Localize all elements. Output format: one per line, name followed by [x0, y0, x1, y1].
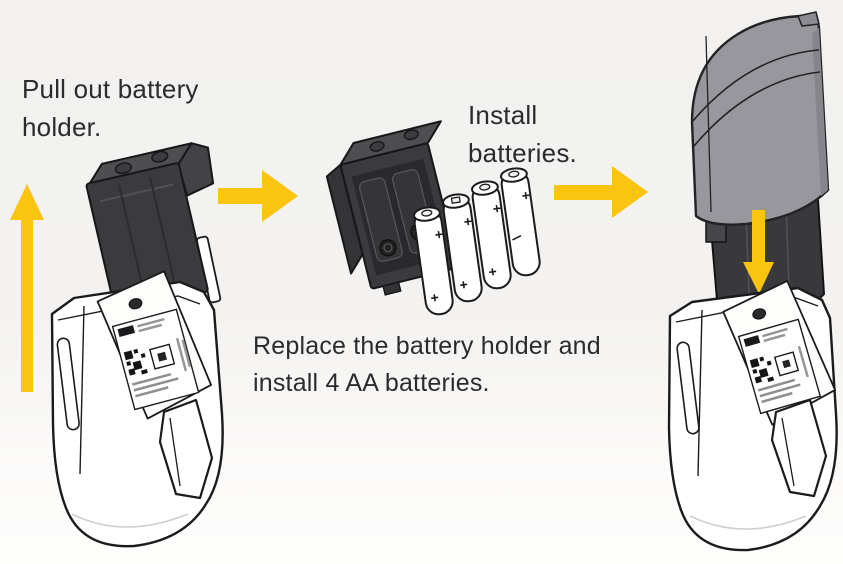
qr-code [749, 356, 775, 384]
mount-hole [128, 298, 143, 310]
device-battery-holder-pulled-illustration [50, 142, 224, 548]
pull-up-arrow-icon [10, 184, 44, 392]
product-label [96, 270, 212, 420]
aa-batteries [413, 167, 541, 316]
step3-instruction-text: Replace the battery holder and install 4… [253, 332, 601, 397]
battery-spring [379, 239, 397, 257]
qr-code [123, 348, 148, 376]
step2-instruction-text: Install batteries. [468, 100, 577, 168]
mounting-clip [770, 398, 828, 498]
step2-to-step3-arrow-icon [554, 166, 648, 218]
device-body [667, 280, 838, 552]
device-cover-installed-illustration [667, 11, 838, 552]
device-cover [690, 11, 830, 226]
step1-instruction-text: Pull out battery holder. [22, 74, 199, 142]
device-body [50, 270, 224, 548]
mount-hole [752, 308, 767, 320]
insert-down-arrow-icon [743, 210, 774, 294]
mounting-clip [158, 398, 214, 500]
holder-and-batteries-illustration [325, 120, 541, 316]
cover-top-tab [797, 11, 820, 27]
step1-to-step2-arrow-icon [218, 170, 298, 222]
product-label [722, 280, 837, 426]
battery-holder-pulled-out [85, 142, 215, 323]
